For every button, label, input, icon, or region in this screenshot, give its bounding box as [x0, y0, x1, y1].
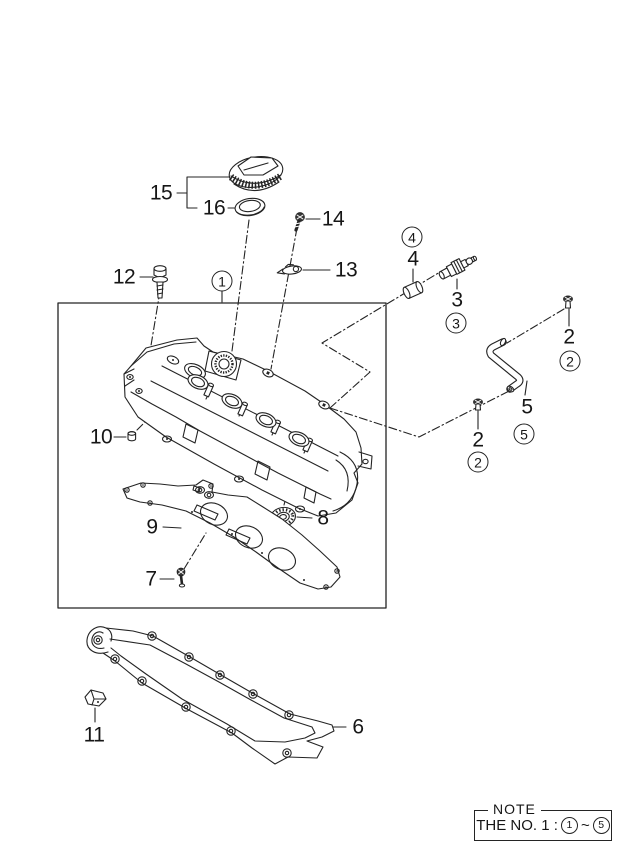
- bolt-12-drawing: [151, 265, 169, 299]
- bolt-14-drawing: [294, 212, 305, 232]
- note-range-start-circled: 1: [560, 817, 578, 834]
- callout-label-12: 12: [112, 265, 136, 289]
- note-text: THE NO. 1 :: [476, 817, 558, 834]
- callout-label-10: 10: [89, 425, 113, 449]
- note-title: NOTE: [488, 802, 541, 816]
- circled-callout-4: 4: [401, 226, 423, 248]
- bolt-2-top-drawing: [563, 295, 573, 309]
- note-box: NOTE THE NO. 1 : 1 ~ 5: [474, 802, 612, 841]
- clip-13-drawing: [276, 263, 302, 275]
- bolt-2-bottom-drawing: [473, 398, 483, 411]
- bushing-4-drawing: [402, 281, 424, 299]
- callout-label-13: 13: [334, 258, 358, 282]
- callout-label-15: 15: [149, 181, 173, 205]
- circled-callout-1: 1: [211, 270, 233, 292]
- label-connector-lines: [94, 176, 570, 728]
- callout-label-9: 9: [146, 515, 158, 539]
- clip-11-drawing: [84, 689, 107, 707]
- note-range-end-circled: 5: [592, 817, 610, 834]
- callout-label-4: 4: [407, 247, 419, 271]
- callout-label-5: 5: [521, 395, 533, 419]
- circled-callout-2-bottom: 2: [467, 451, 489, 473]
- pcv-valve-3-drawing: [438, 255, 478, 280]
- note-range-tilde: ~: [580, 817, 590, 834]
- assembly-frame-box: [57, 302, 387, 609]
- callout-label-14: 14: [321, 207, 345, 231]
- baffle-plate-9-drawing: [122, 479, 341, 590]
- callout-label-2-bottom: 2: [472, 428, 484, 452]
- callout-label-6: 6: [352, 715, 364, 739]
- screw-7-drawing: [176, 567, 186, 588]
- callout-label-11: 11: [83, 723, 105, 747]
- oil-filler-cap-drawing: [228, 156, 284, 192]
- breather-hose-5-drawing: [486, 337, 524, 393]
- callout-label-2-top: 2: [563, 325, 575, 349]
- callout-label-8: 8: [317, 506, 329, 530]
- callout-label-7: 7: [145, 567, 157, 591]
- callout-label-16: 16: [202, 196, 226, 220]
- circled-callout-5: 5: [513, 423, 535, 445]
- circled-callout-2-top: 2: [559, 350, 581, 372]
- callout-label-3: 3: [451, 288, 463, 312]
- cap-gasket-ring-drawing: [234, 197, 266, 217]
- circled-callout-3: 3: [445, 312, 467, 334]
- valve-cover-drawing: [123, 337, 373, 517]
- plug-10-drawing: [127, 431, 137, 442]
- cover-gasket-6-drawing: [86, 626, 335, 765]
